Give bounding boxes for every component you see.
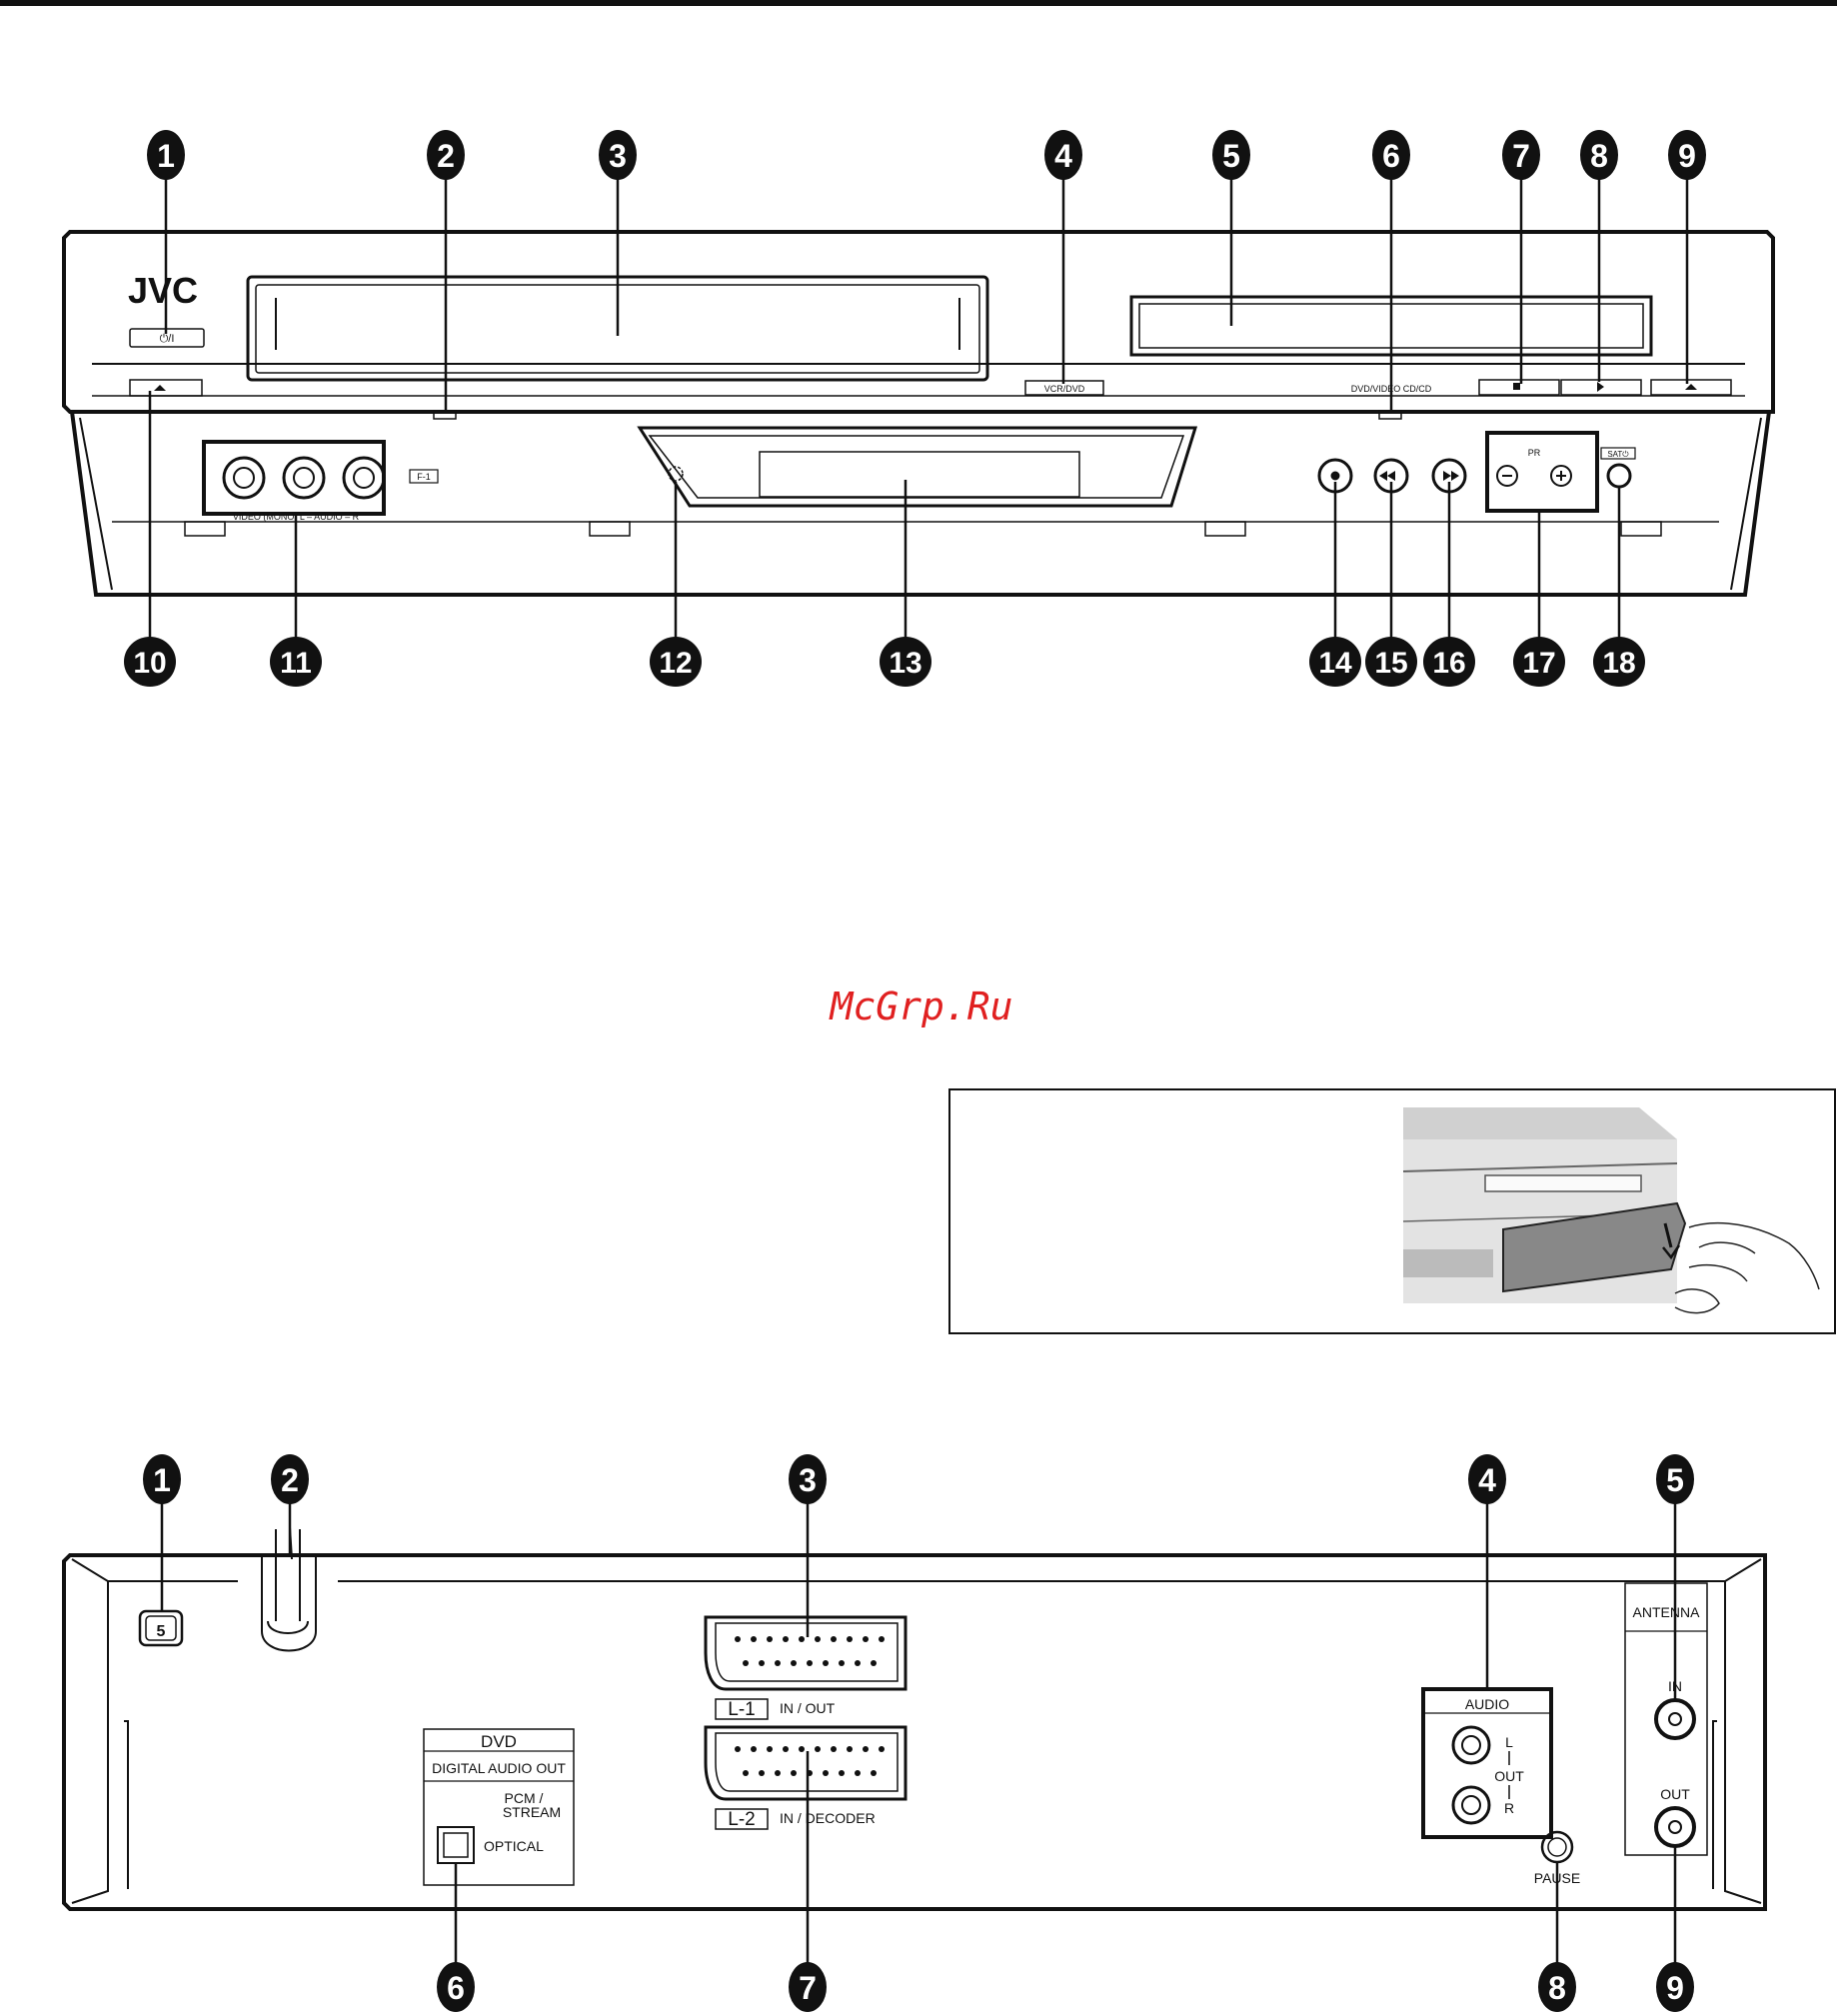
sat-label: SAT⏻ [1607,450,1629,459]
audio-r-label: R [1504,1800,1514,1816]
callout-6: 6 [1372,130,1410,180]
callout-7: 7 [789,1962,827,2012]
callout-16: 16 [1423,637,1475,687]
callout-9: 9 [1668,130,1706,180]
svg-text:5: 5 [1666,1462,1684,1498]
callout-17: 17 [1513,637,1565,687]
in-decoder-label: IN / DECODER [780,1810,876,1826]
callout-3: 3 [789,1454,827,1504]
pr-label: PR [1528,448,1541,458]
callout-15: 15 [1365,637,1417,687]
l2-label: L-2 [728,1809,755,1830]
callout-13: 13 [880,637,931,687]
svg-text:12: 12 [659,647,692,680]
svg-text:9: 9 [1666,1970,1684,2006]
svg-text:14: 14 [1318,647,1352,680]
power-label: ⏻/I [160,333,175,345]
rear-panel [64,1527,1765,1909]
svg-text:10: 10 [133,647,166,680]
antenna-label: ANTENNA [1633,1604,1701,1620]
top-rule [0,0,1837,6]
svg-text:6: 6 [447,1970,465,2006]
f1-label: F-1 [417,472,431,482]
svg-text:8: 8 [1590,138,1608,174]
svg-text:11: 11 [280,647,312,680]
callout-8: 8 [1580,130,1618,180]
vcr-dvd-label: VCR/DVD [1044,384,1085,394]
digital-audio-out-label: DIGITAL AUDIO OUT [432,1760,566,1776]
dvd-label: DVD [481,1732,517,1751]
svg-text:6: 6 [1382,138,1400,174]
callout-5: 5 [1212,130,1250,180]
svg-text:9: 9 [1678,138,1696,174]
svg-text:5: 5 [1222,138,1240,174]
callout-11: 11 [270,637,322,687]
callout-4: 4 [1044,130,1082,180]
callout-6: 6 [437,1962,475,2012]
audio-l-label: L [1505,1734,1513,1750]
svg-text:3: 3 [799,1462,817,1498]
optical-label: OPTICAL [484,1838,544,1854]
callout-18: 18 [1593,637,1645,687]
svg-text:13: 13 [889,647,921,680]
callout-3: 3 [599,130,637,180]
stream-label: STREAM [503,1804,561,1820]
svg-text:1: 1 [157,138,175,174]
svg-text:17: 17 [1522,647,1555,680]
callout-8: 8 [1538,1962,1576,2012]
antenna-out-label: OUT [1660,1786,1690,1802]
callout-10: 10 [124,637,176,687]
svg-text:1: 1 [153,1462,171,1498]
watermark: McGrp.Ru [828,985,1012,1028]
svg-text:2: 2 [281,1462,299,1498]
region-code-label: 5 [157,1623,166,1640]
svg-text:4: 4 [1054,138,1072,174]
stop-icon [1513,383,1520,390]
callout-1: 1 [147,130,185,180]
in-out-label: IN / OUT [780,1700,836,1716]
svg-text:4: 4 [1478,1462,1496,1498]
svg-text:15: 15 [1374,647,1407,680]
svg-text:8: 8 [1548,1970,1566,2006]
svg-text:2: 2 [437,138,455,174]
inset-box [949,1089,1835,1333]
svg-text:7: 7 [1512,138,1530,174]
callout-12: 12 [650,637,702,687]
callout-9: 9 [1656,1962,1694,2012]
svg-text:16: 16 [1432,647,1465,680]
callout-5: 5 [1656,1454,1694,1504]
audio-out-label: OUT [1494,1768,1524,1784]
callout-2: 2 [427,130,465,180]
svg-text:3: 3 [609,138,627,174]
callout-1: 1 [143,1454,181,1504]
svg-text:18: 18 [1602,647,1635,680]
jvc-logo: JVC [128,270,198,311]
front-panel [64,232,1773,595]
l1-label: L-1 [728,1699,755,1720]
callout-4: 4 [1468,1454,1506,1504]
audio-label: AUDIO [1465,1696,1509,1712]
callout-2: 2 [271,1454,309,1504]
svg-text:7: 7 [799,1970,817,2006]
callout-7: 7 [1502,130,1540,180]
callout-14: 14 [1309,637,1361,687]
